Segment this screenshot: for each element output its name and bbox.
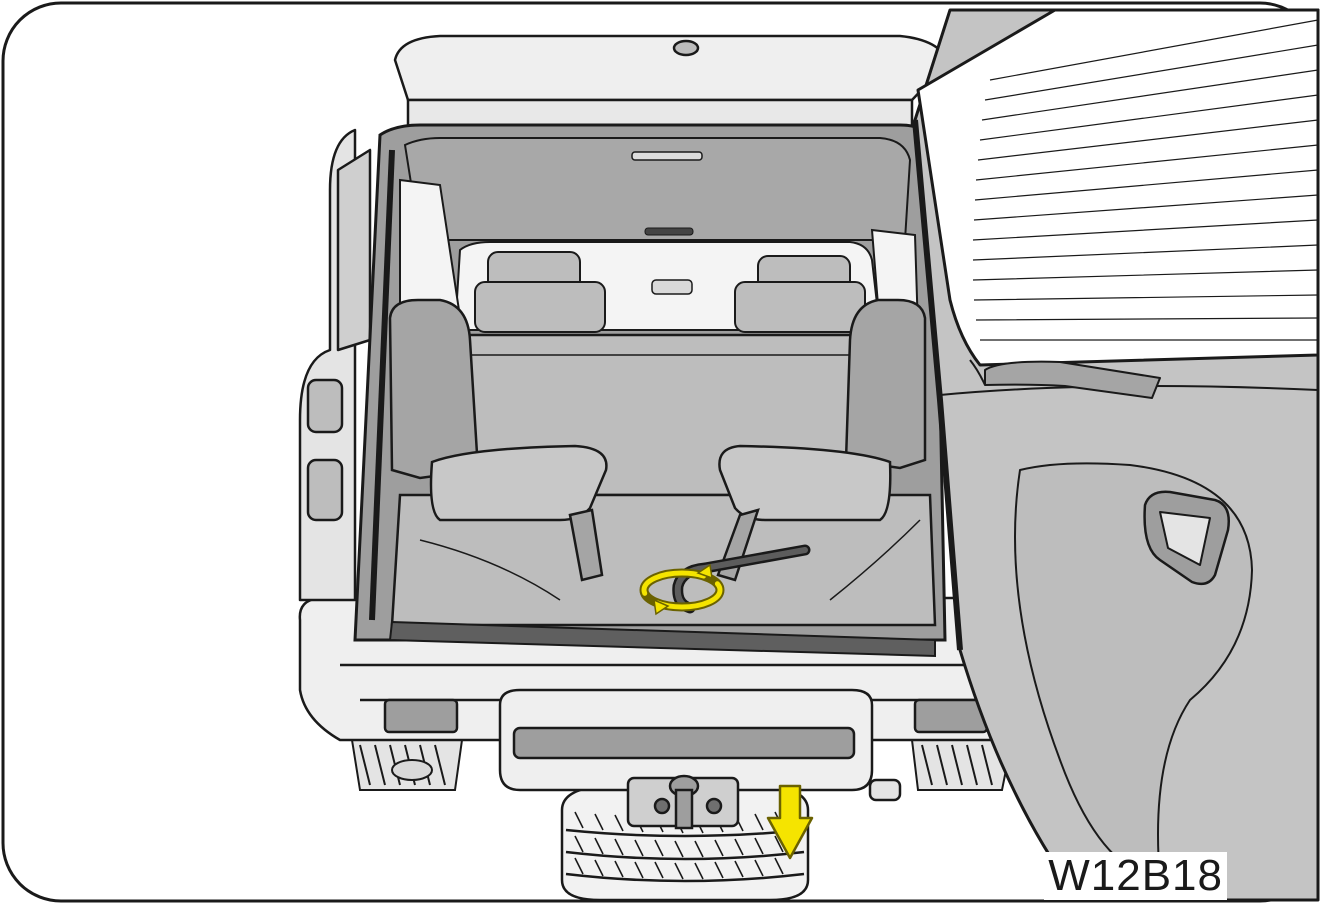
right-jump-seat bbox=[716, 298, 927, 582]
figure-code-label: W12B18 bbox=[1044, 852, 1227, 900]
headliner bbox=[403, 137, 912, 241]
left-jump-seat bbox=[388, 298, 608, 582]
rotation-arrows-icon bbox=[639, 563, 725, 616]
down-arrow-icon bbox=[766, 784, 814, 860]
rear-wheels bbox=[350, 739, 1014, 791]
tow-hitch bbox=[626, 774, 902, 830]
left-frame-seal bbox=[369, 149, 395, 621]
rear-door bbox=[912, 8, 1320, 902]
spare-tire bbox=[560, 784, 810, 902]
front-headrests bbox=[474, 251, 866, 333]
tailgate-sill bbox=[388, 620, 936, 658]
door-window-glare bbox=[972, 19, 1319, 341]
